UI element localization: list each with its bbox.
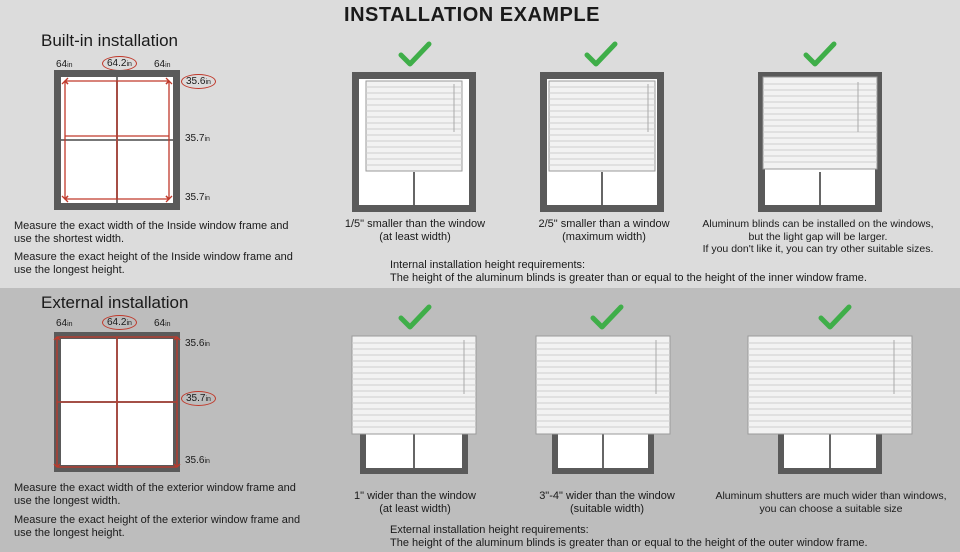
builtin-dim-right: 64in <box>154 59 171 70</box>
external-dim-center: 64.2in <box>102 315 137 330</box>
check-icon <box>803 41 837 67</box>
check-icon <box>398 304 432 330</box>
external-dim-right: 64in <box>154 318 171 329</box>
builtin-heading: Built-in installation <box>41 31 179 50</box>
check-icon <box>398 41 432 67</box>
external-requirement: External installation height requirement… <box>390 524 868 549</box>
builtin-note-height: Measure the exact height of the Inside w… <box>14 251 293 276</box>
external-note-height: Measure the exact height of the exterior… <box>14 514 301 539</box>
builtin-example-window-2 <box>540 72 664 212</box>
builtin-dim-left: 64in <box>56 59 73 70</box>
builtin-example-window-1 <box>352 72 476 212</box>
external-dim-h3: 35.6in <box>185 455 210 466</box>
external-dim-left: 64in <box>56 318 73 329</box>
builtin-dim-h3: 35.7in <box>185 192 210 203</box>
external-example-window-1 <box>351 335 477 474</box>
external-caption-1: 1" wider than the window(at least width) <box>354 490 476 515</box>
builtin-dim-center: 64.2in <box>102 56 137 71</box>
builtin-dim-h2: 35.7in <box>185 133 210 144</box>
builtin-caption-1: 1/5" smaller than the window(at least wi… <box>344 218 486 243</box>
external-example-window-3 <box>747 335 913 474</box>
check-icon <box>584 41 618 67</box>
builtin-dim-h1: 35.6in <box>181 74 216 89</box>
builtin-requirement: Internal installation height requirement… <box>390 259 867 284</box>
builtin-window-measure-diagram <box>54 70 180 210</box>
external-caption-3: Aluminum shutters are much wider than wi… <box>715 490 947 515</box>
builtin-example-window-3 <box>758 72 882 212</box>
builtin-caption-3: Aluminum blinds can be installed on the … <box>702 218 934 255</box>
external-note-width: Measure the exact width of the exterior … <box>14 482 296 507</box>
builtin-caption-2: 2/5" smaller than a window(maximum width… <box>538 218 670 243</box>
external-caption-2: 3"-4" wider than the window(suitable wid… <box>539 490 675 515</box>
external-window-measure-diagram <box>53 332 181 472</box>
check-icon <box>590 304 624 330</box>
check-icon <box>818 304 852 330</box>
builtin-note-width: Measure the exact width of the Inside wi… <box>14 220 289 245</box>
external-dim-h1: 35.6in <box>185 338 210 349</box>
page-title: INSTALLATION EXAMPLE <box>344 4 600 26</box>
external-example-window-2 <box>535 335 671 474</box>
external-heading: External installation <box>41 293 189 312</box>
external-dim-h2: 35.7in <box>181 391 216 406</box>
